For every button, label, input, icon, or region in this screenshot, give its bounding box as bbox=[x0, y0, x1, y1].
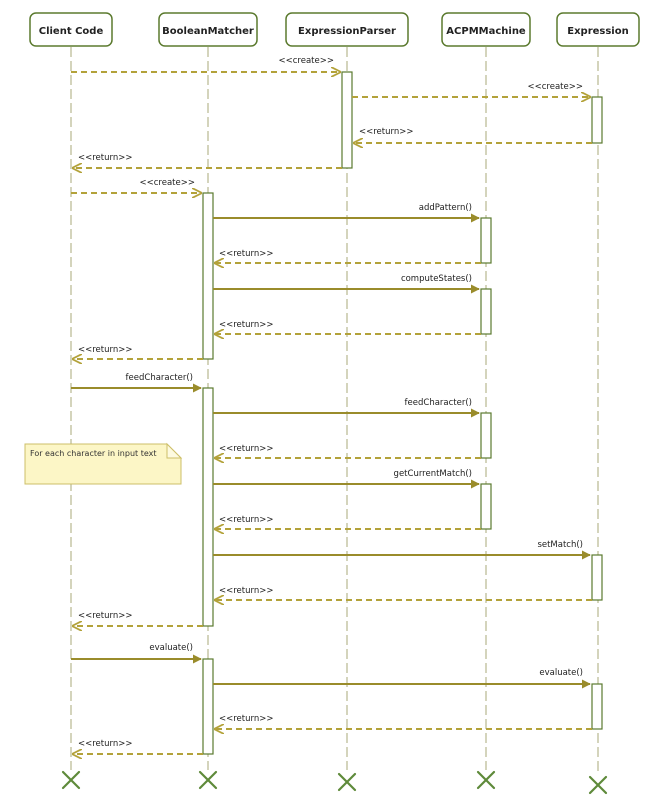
participant-parser[interactable]: ExpressionParser bbox=[285, 12, 409, 47]
message-label: computeStates() bbox=[401, 274, 472, 284]
message-return-get-current-match: <<return>> bbox=[215, 515, 481, 529]
message-set-match: setMatch() bbox=[213, 540, 591, 560]
activation-acpm-compute-states bbox=[480, 288, 492, 335]
message-label: <<create>> bbox=[140, 178, 195, 188]
participant-client[interactable]: Client Code bbox=[29, 12, 113, 47]
message-feed-character-acpm: feedCharacter() bbox=[213, 398, 480, 418]
activation-parser bbox=[341, 71, 353, 169]
message-label: <<create>> bbox=[528, 82, 583, 92]
message-return-parser-to-client: <<return>> bbox=[73, 153, 342, 168]
message-label: <<return>> bbox=[78, 611, 132, 621]
message-label: <<create>> bbox=[279, 56, 334, 66]
activation-acpm-feed bbox=[480, 412, 492, 459]
message-label: getCurrentMatch() bbox=[394, 469, 472, 479]
message-label: feedCharacter() bbox=[126, 373, 193, 383]
participant-matcher[interactable]: BooleanMatcher bbox=[158, 12, 258, 47]
destroy-mark-parser bbox=[337, 772, 357, 792]
message-compute-states: computeStates() bbox=[213, 274, 480, 294]
participant-expr[interactable]: Expression bbox=[556, 12, 640, 47]
message-return-feed-character: <<return>> bbox=[215, 444, 481, 458]
message-return-add-pattern: <<return>> bbox=[215, 249, 481, 263]
message-label: <<return>> bbox=[219, 515, 273, 525]
destroy-mark-matcher bbox=[198, 770, 218, 790]
message-create-parser: <<create>> bbox=[71, 56, 340, 72]
message-label: <<return>> bbox=[78, 153, 132, 163]
message-return-evaluate-to-client: <<return>> bbox=[73, 739, 203, 754]
message-label: <<return>> bbox=[219, 444, 273, 454]
destroy-mark-expr bbox=[588, 775, 608, 795]
destroy-mark-client bbox=[61, 770, 81, 790]
message-label: <<return>> bbox=[219, 320, 273, 330]
message-label: <<return>> bbox=[219, 714, 273, 724]
message-label: evaluate() bbox=[539, 668, 583, 678]
message-label: setMatch() bbox=[537, 540, 583, 550]
message-label: <<return>> bbox=[219, 249, 273, 259]
activation-acpm-get-current-match bbox=[480, 483, 492, 530]
message-return-matcher-to-client: <<return>> bbox=[73, 345, 203, 359]
message-return-evaluate: <<return>> bbox=[215, 714, 592, 729]
message-feed-character-client: feedCharacter() bbox=[71, 373, 202, 393]
message-label: <<return>> bbox=[78, 739, 132, 749]
activation-expr-set-match bbox=[591, 554, 603, 601]
message-create-matcher: <<create>> bbox=[71, 178, 201, 193]
message-label: <<return>> bbox=[219, 586, 273, 596]
activation-acpm-add-pattern bbox=[480, 217, 492, 264]
activation-matcher-create bbox=[202, 192, 214, 360]
message-label: evaluate() bbox=[149, 643, 193, 653]
message-return-set-match: <<return>> bbox=[215, 586, 592, 600]
participant-acpm[interactable]: ACPMMachine bbox=[441, 12, 531, 47]
message-label: feedCharacter() bbox=[405, 398, 472, 408]
activation-expr-evaluate bbox=[591, 683, 603, 730]
participant-label: ExpressionParser bbox=[298, 26, 396, 37]
message-add-pattern: addPattern() bbox=[213, 203, 480, 223]
note-text: For each character in input text bbox=[30, 449, 156, 458]
message-evaluate-client: evaluate() bbox=[71, 643, 202, 664]
participant-label: Client Code bbox=[39, 26, 104, 37]
activation-matcher-evaluate bbox=[202, 658, 214, 755]
message-return-expr-to-parser: <<return>> bbox=[354, 127, 592, 143]
activation-matcher-feed bbox=[202, 387, 214, 627]
message-create-expression: <<create>> bbox=[352, 82, 590, 97]
message-label: addPattern() bbox=[419, 203, 472, 213]
message-label: <<return>> bbox=[78, 345, 132, 355]
message-return-compute-states: <<return>> bbox=[215, 320, 481, 334]
note: For each character in input text bbox=[24, 442, 183, 485]
participant-label: BooleanMatcher bbox=[162, 26, 254, 37]
message-get-current-match: getCurrentMatch() bbox=[213, 469, 480, 489]
participant-label: Expression bbox=[567, 26, 628, 37]
participant-label: ACPMMachine bbox=[446, 26, 526, 37]
message-label: <<return>> bbox=[359, 127, 413, 137]
message-evaluate-expression: evaluate() bbox=[213, 668, 591, 689]
message-return-feed-to-client: <<return>> bbox=[73, 611, 203, 626]
destroy-mark-acpm bbox=[476, 770, 496, 790]
activation-expr-create bbox=[591, 96, 603, 144]
